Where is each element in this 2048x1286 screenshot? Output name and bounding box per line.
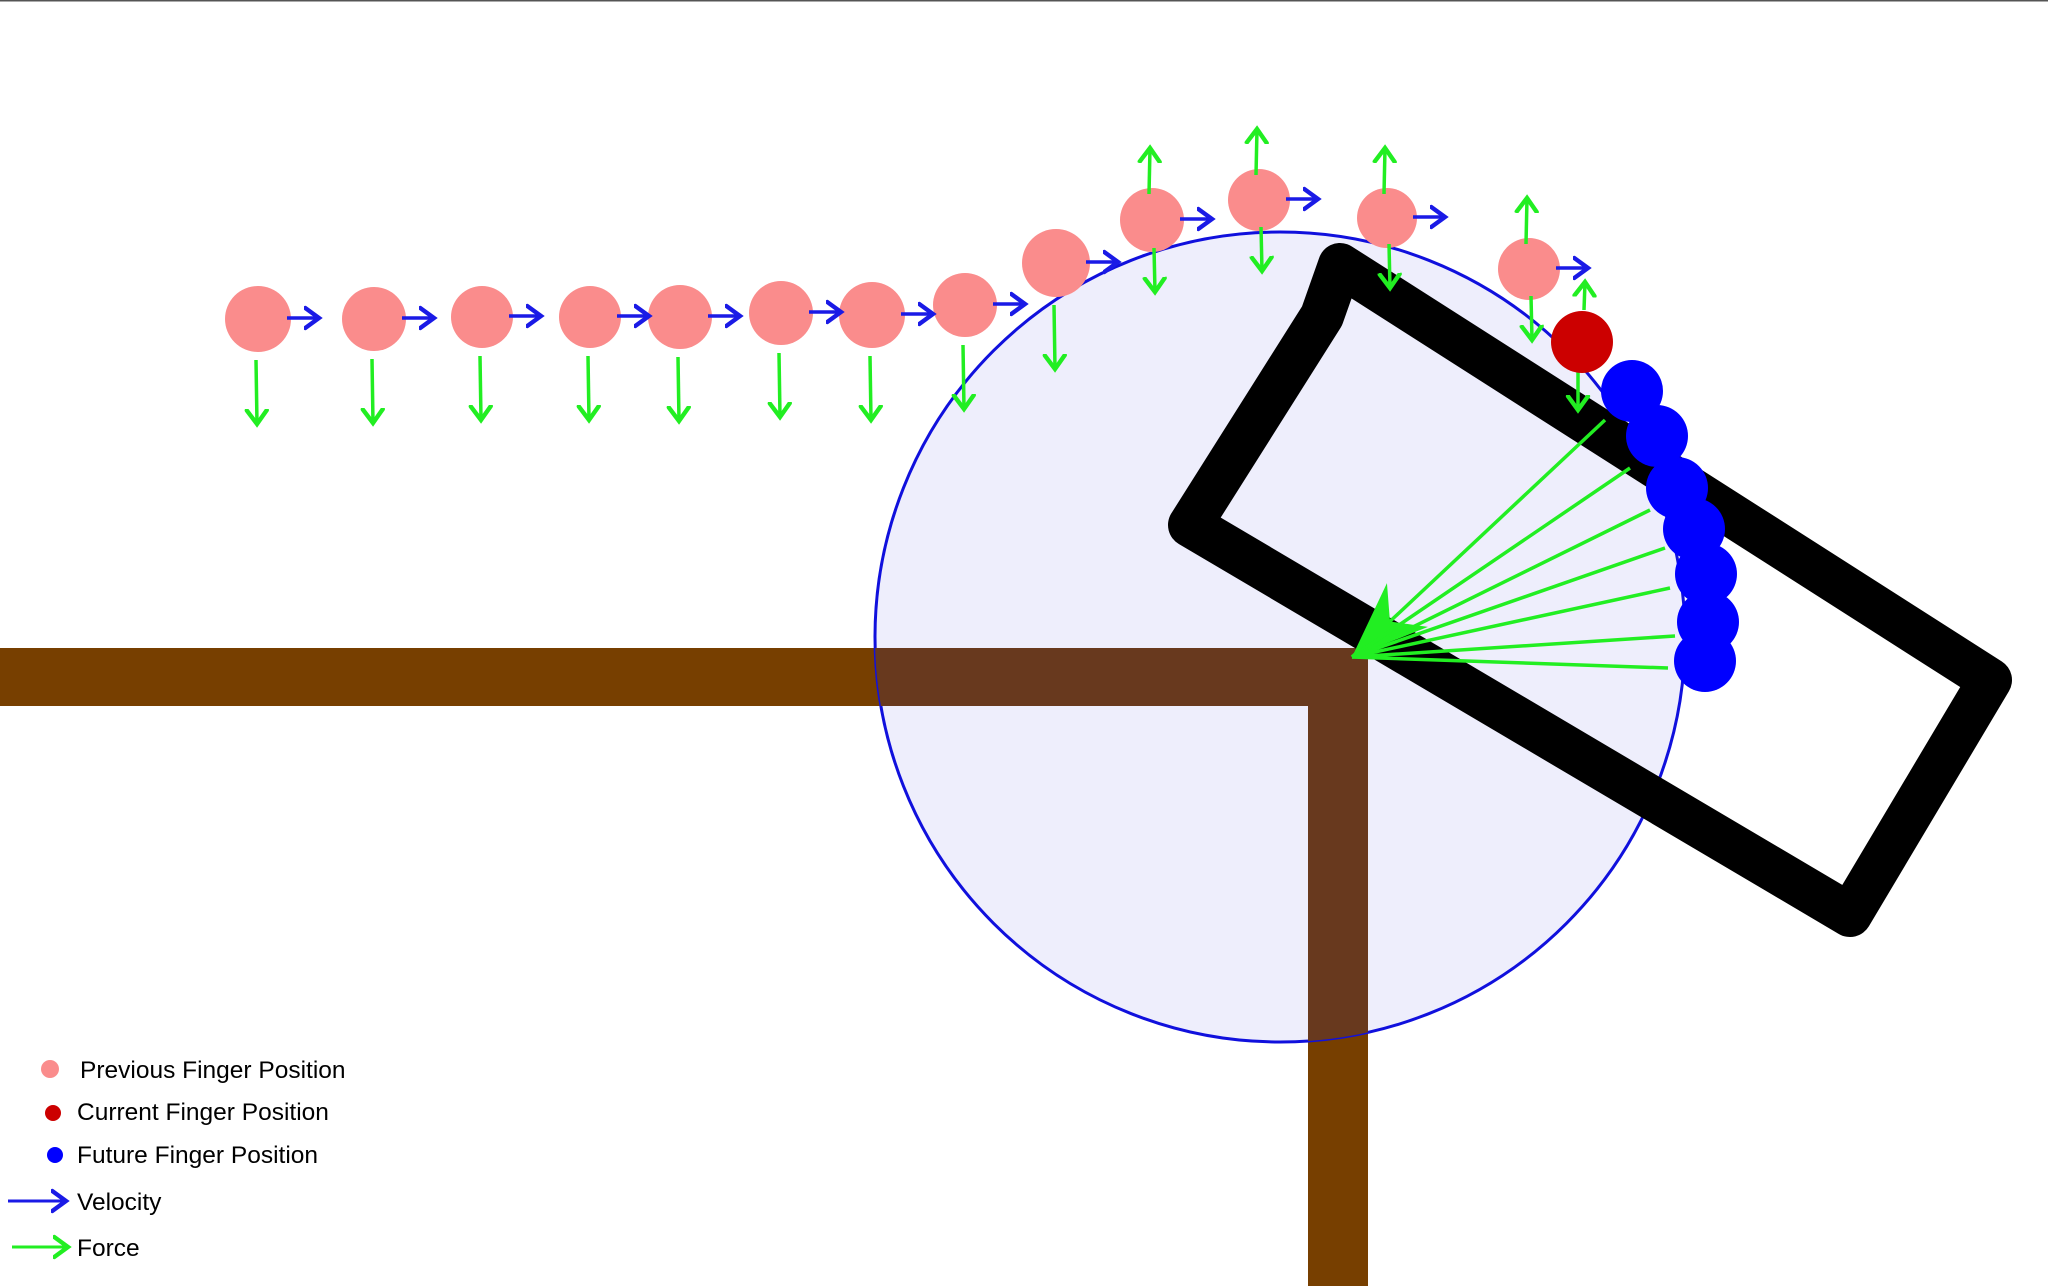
previous-finger-dot	[648, 285, 712, 349]
previous-finger-dot	[342, 287, 406, 351]
previous-finger-dot	[559, 286, 621, 348]
previous-finger-dot	[225, 286, 291, 352]
force-fan-line	[1351, 586, 1671, 659]
current-finger-position	[1551, 311, 1613, 373]
legend: Previous Finger Position Current Finger …	[8, 1057, 346, 1262]
legend-current-marker	[45, 1105, 61, 1121]
legend-velocity-label: Velocity	[77, 1189, 162, 1216]
previous-finger-dot	[1120, 188, 1184, 252]
force-fan	[1350, 418, 1676, 670]
previous-finger-dot	[749, 281, 813, 345]
previous-finger-dot	[1228, 169, 1290, 231]
force-arrow-up	[1584, 282, 1585, 311]
force-fan-line	[1351, 546, 1666, 659]
force-arrow-down	[1261, 226, 1262, 271]
force-arrow-up	[1256, 129, 1257, 176]
previous-finger-dot	[933, 273, 997, 337]
future-finger-dot	[1674, 630, 1736, 692]
legend-previous-marker	[41, 1060, 59, 1078]
force-fan-line	[1351, 655, 1669, 670]
force-arrow-down	[1154, 247, 1155, 292]
future-finger-positions	[1601, 360, 1739, 692]
force-arrow-down	[372, 358, 373, 423]
future-finger-dot	[1675, 543, 1737, 605]
previous-finger-dot	[839, 282, 905, 348]
force-arrow-down	[678, 356, 679, 421]
force-arrow-up	[1384, 148, 1385, 195]
previous-finger-dot	[1498, 238, 1560, 300]
force-arrow-down	[1389, 243, 1390, 288]
force-arrow-down	[480, 355, 481, 420]
object-outline	[1168, 243, 2012, 937]
legend-future-marker	[47, 1147, 63, 1163]
legend-previous-label: Previous Finger Position	[80, 1057, 346, 1084]
legend-future-label: Future Finger Position	[77, 1142, 318, 1169]
force-arrow-down	[1531, 295, 1532, 340]
future-finger-dot	[1626, 405, 1688, 467]
force-arrow-up	[1526, 198, 1527, 245]
force-fan-line	[1351, 634, 1676, 659]
previous-finger-dot	[1357, 188, 1417, 248]
previous-finger-dot	[451, 286, 513, 348]
force-arrow-down	[870, 355, 871, 420]
wall-overlap	[875, 648, 1368, 1042]
force-arrow-down	[1054, 304, 1055, 369]
force-arrow-down	[779, 352, 780, 417]
force-arrows	[256, 129, 1585, 424]
previous-finger-dot	[1022, 229, 1090, 297]
velocity-arrows	[287, 199, 1588, 318]
force-arrow-down	[256, 359, 257, 424]
legend-current-label: Current Finger Position	[77, 1099, 329, 1126]
force-arrow-down	[963, 344, 964, 409]
force-fan-line	[1351, 466, 1631, 659]
force-arrow-up	[1149, 148, 1150, 195]
force-arrow-down	[588, 355, 589, 420]
legend-force-label: Force	[77, 1235, 140, 1262]
force-fan-line	[1351, 508, 1651, 659]
force-fan-line	[1350, 418, 1607, 659]
previous-finger-positions	[225, 169, 1560, 352]
